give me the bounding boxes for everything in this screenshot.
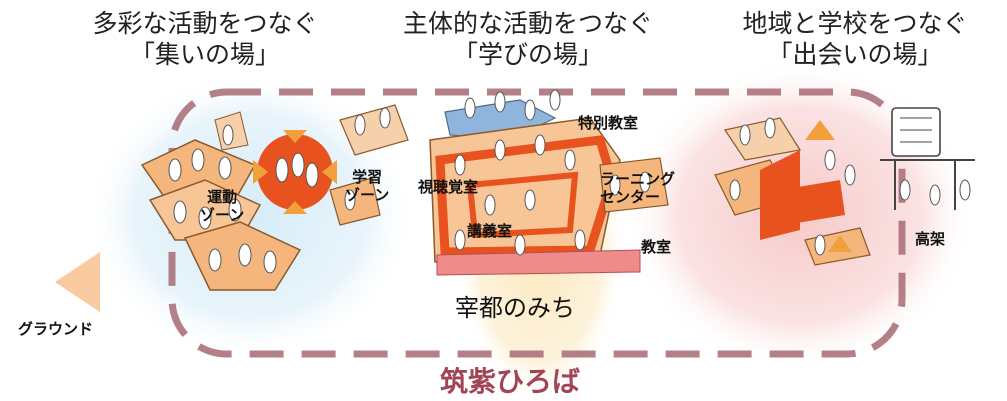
label-ground: グラウンド — [18, 320, 94, 338]
community-zone-illustration — [714, 117, 871, 266]
heading-line2: 「学びの場」 — [452, 40, 603, 69]
sports-zone-illustration — [140, 111, 302, 291]
label-study-zone: 学習 ゾーン — [345, 168, 389, 204]
label-special-classroom: 特別教室 — [578, 114, 639, 132]
heading-meeting-place: 地域と学校をつなぐ 「出会いの場」 — [705, 8, 1005, 70]
label-lecture-room: 講義室 — [467, 222, 513, 240]
label-sports-zone: 運動 ゾーン — [200, 188, 244, 224]
ground-arrow-shape — [55, 252, 100, 312]
label-study-zone-line2: ゾーン — [345, 186, 390, 204]
heading-line2: 「出会いの場」 — [767, 40, 943, 69]
central-building-illustration — [429, 89, 669, 276]
heading-line1: 主体的な活動をつなぐ — [402, 9, 653, 38]
label-sports-zone-line2: ゾーン — [200, 206, 245, 224]
main-street-label: 宰都のみち — [455, 294, 575, 322]
heading-learning-place: 主体的な活動をつなぐ 「学びの場」 — [368, 8, 688, 70]
label-classroom: 教室 — [641, 238, 672, 256]
label-study-zone-line1: 学習 — [352, 168, 383, 186]
heading-line1: 地域と学校をつなぐ — [742, 9, 968, 38]
sports-hub-circle — [253, 130, 337, 214]
elevated-structure-illustration — [880, 107, 975, 210]
label-av-room: 視聴覚室 — [418, 178, 479, 196]
footer-title: 筑紫ひろば — [439, 365, 580, 398]
label-learning-center-line2: センター — [600, 188, 661, 206]
heading-gathering-place: 多彩な活動をつなぐ 「集いの場」 — [55, 8, 355, 70]
study-zone-illustration — [329, 104, 409, 226]
label-learning-center-line1: ラーニング — [600, 170, 676, 188]
label-learning-center: ラーニング センター — [600, 170, 675, 206]
heading-line1: 多彩な活動をつなぐ — [92, 9, 318, 38]
label-elevated: 高架 — [915, 230, 946, 248]
heading-line2: 「集いの場」 — [129, 40, 280, 69]
label-sports-zone-line1: 運動 — [207, 188, 238, 206]
